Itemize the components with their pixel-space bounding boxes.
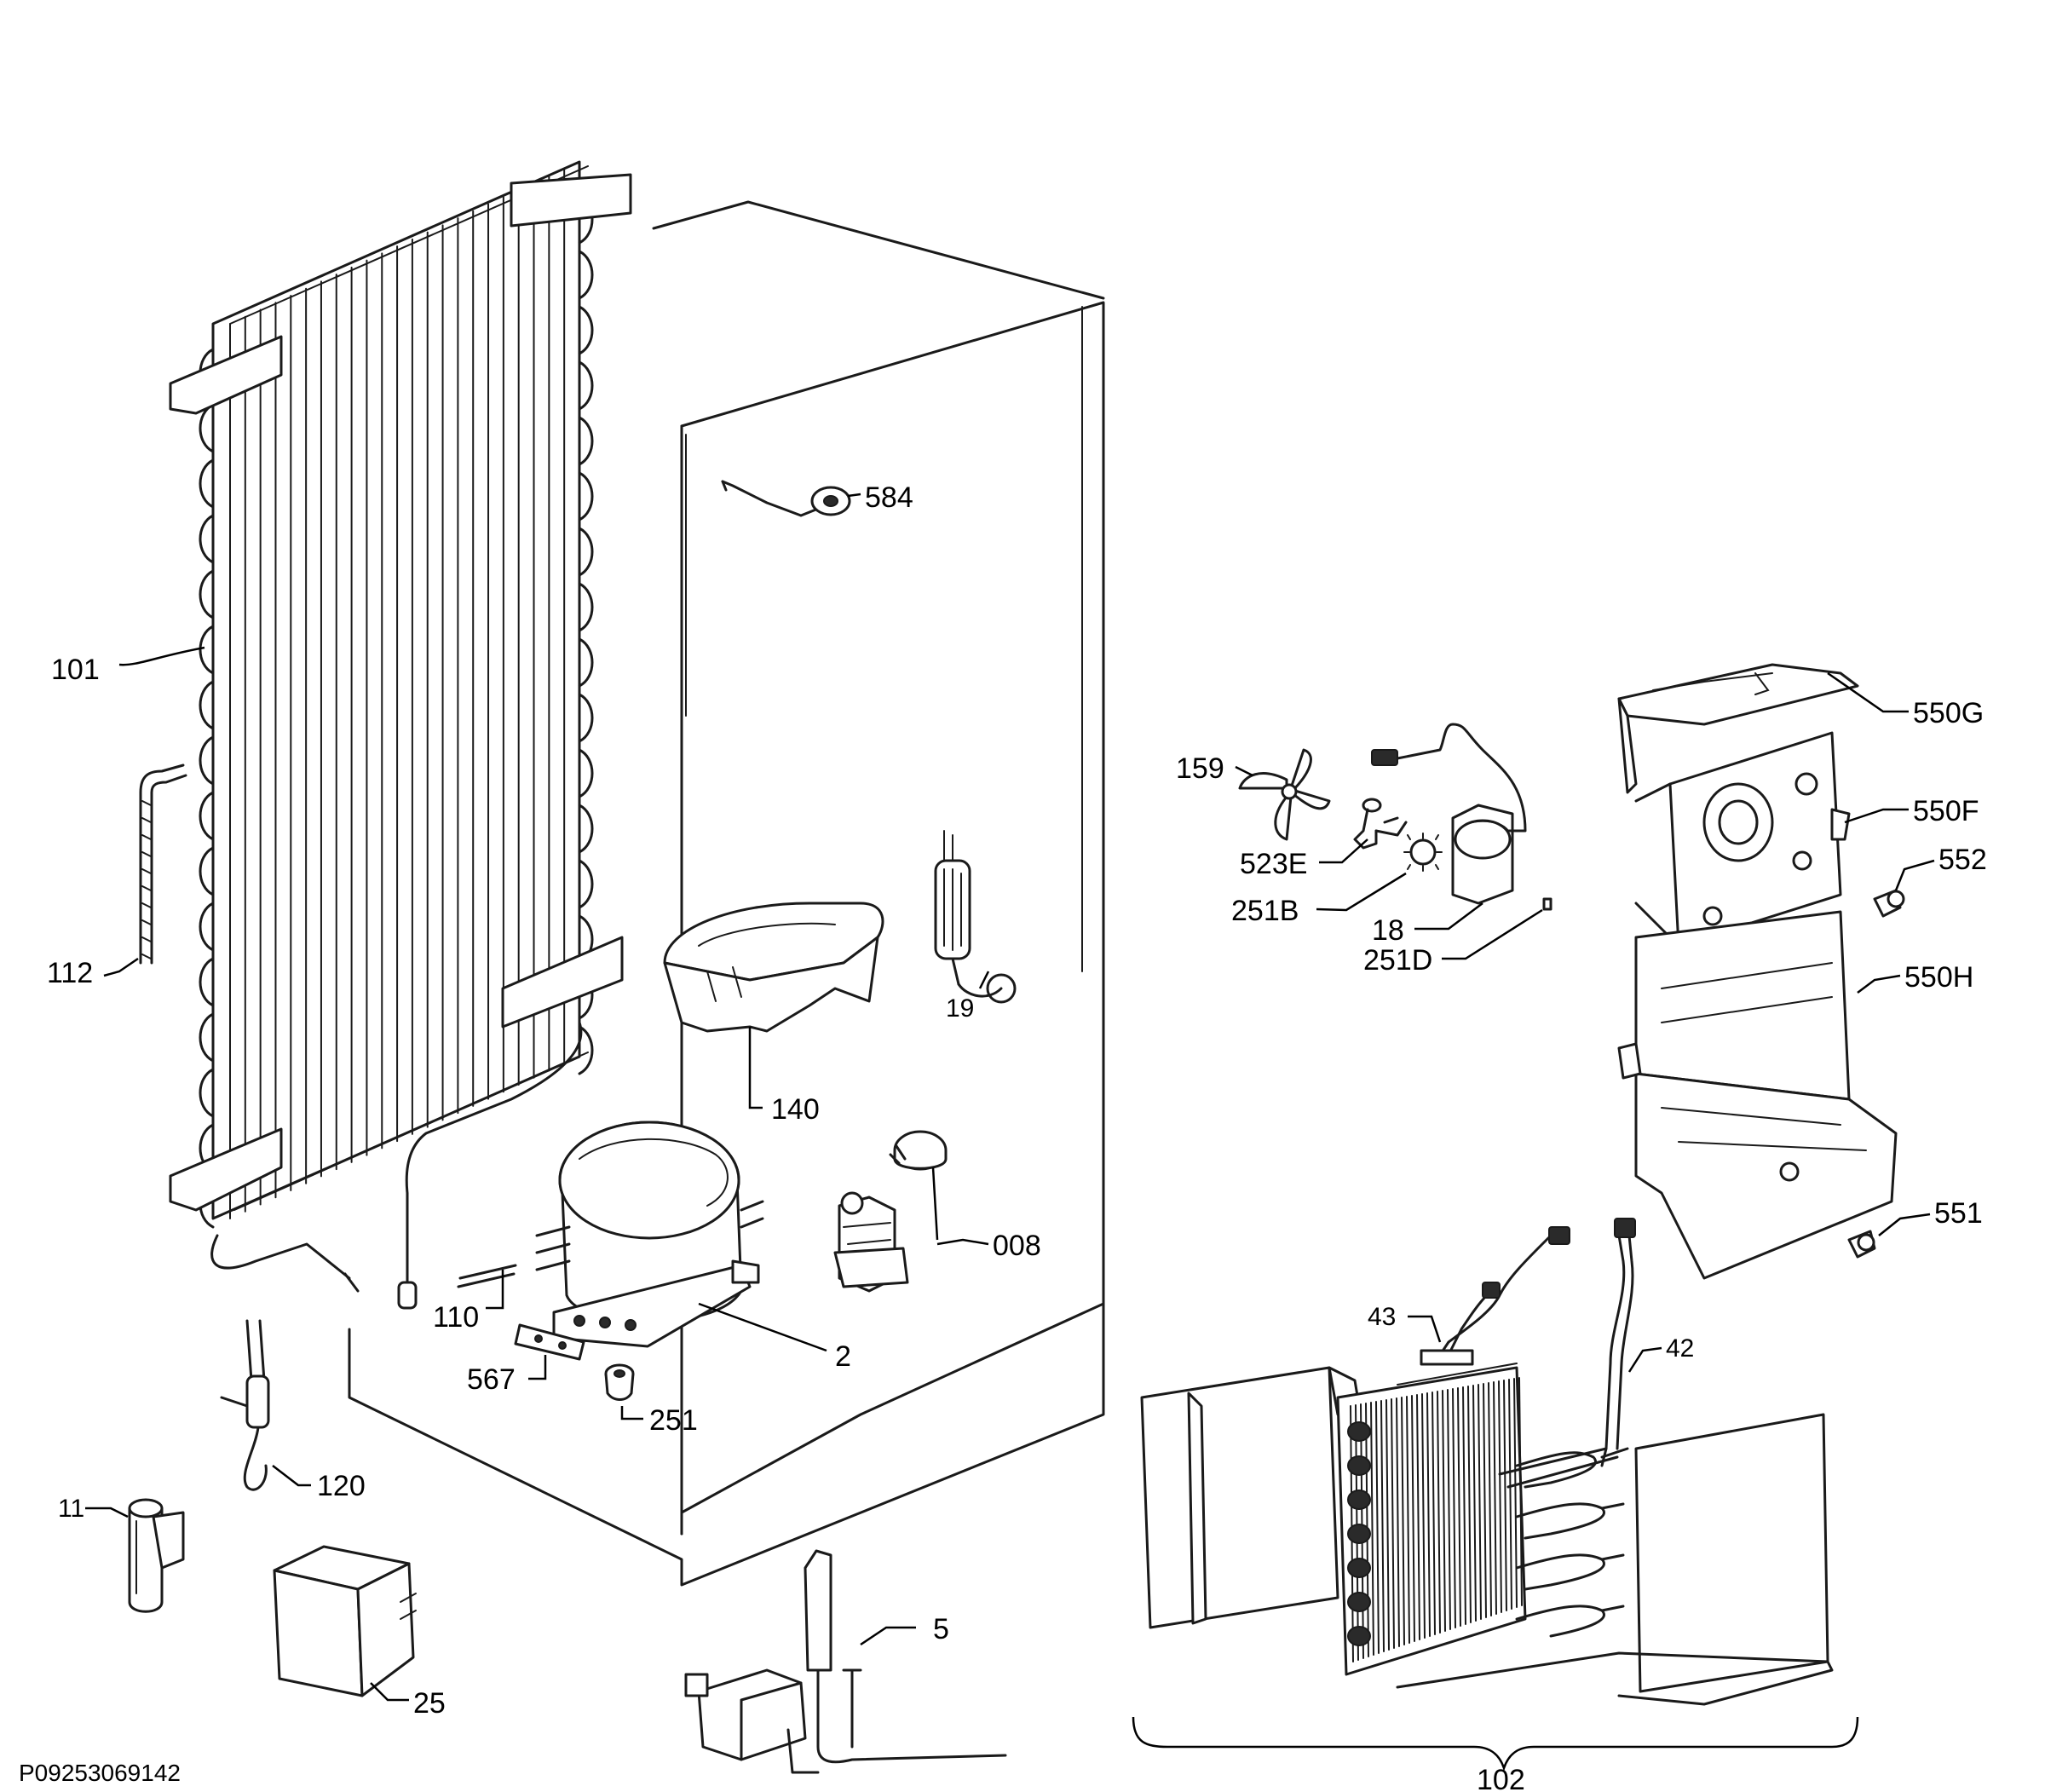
label-523E: 523E <box>1240 848 1307 880</box>
part-523E-drawing <box>1353 798 1408 850</box>
label-102: 102 <box>1477 1764 1525 1792</box>
part-159-drawing <box>1238 748 1331 841</box>
part-551-drawing <box>1847 1230 1876 1259</box>
part-584-drawing <box>721 480 851 517</box>
part-5-drawing <box>684 1549 1007 1774</box>
label-112: 112 <box>47 957 93 989</box>
part-251B-drawing <box>1403 833 1443 872</box>
label-567: 567 <box>467 1363 516 1396</box>
label-25: 25 <box>413 1687 446 1720</box>
label-101: 101 <box>51 654 100 686</box>
part-42-drawing <box>1498 1218 1636 1489</box>
part-110-drawing <box>457 1264 517 1288</box>
label-110: 110 <box>433 1301 479 1334</box>
label-5: 5 <box>933 1613 949 1645</box>
part-552-drawing <box>1873 889 1905 918</box>
label-251B: 251B <box>1231 895 1299 927</box>
label-550F: 550F <box>1913 795 1979 827</box>
part-19-drawing <box>934 830 1017 1004</box>
part-43-drawing <box>1420 1226 1570 1366</box>
label-251: 251 <box>649 1404 698 1437</box>
label-18: 18 <box>1372 914 1404 947</box>
condenser-drawing <box>169 160 632 1310</box>
part-567-drawing <box>514 1323 585 1361</box>
document-id: P09253069142 <box>19 1760 181 1786</box>
label-43: 43 <box>1368 1303 1396 1331</box>
part-008-drawing <box>833 1130 948 1293</box>
part-550H-drawing <box>1617 910 1898 1280</box>
label-140: 140 <box>771 1093 820 1126</box>
part-550G-drawing <box>1617 663 1859 794</box>
part-140-drawing <box>663 902 884 1033</box>
part-550F-drawing <box>1634 731 1851 948</box>
part-25-drawing <box>273 1545 417 1697</box>
label-120: 120 <box>317 1470 366 1502</box>
part-11-drawing <box>128 1498 185 1613</box>
label-159: 159 <box>1176 752 1224 785</box>
part-18-drawing <box>1371 723 1527 905</box>
label-251D: 251D <box>1363 944 1432 977</box>
part-112-drawing <box>139 763 187 965</box>
label-551: 551 <box>1934 1197 1983 1230</box>
label-11: 11 <box>58 1495 84 1523</box>
label-552: 552 <box>1938 844 1987 876</box>
part-251D-drawing <box>1542 897 1552 911</box>
label-2: 2 <box>835 1340 851 1373</box>
label-008: 008 <box>993 1230 1041 1262</box>
label-584: 584 <box>865 481 913 514</box>
label-550H: 550H <box>1904 961 1973 994</box>
label-42: 42 <box>1666 1334 1694 1363</box>
label-19: 19 <box>946 994 974 1023</box>
brace-102 <box>1132 1716 1859 1772</box>
leader-lines <box>85 493 1935 1702</box>
part-102-drawing <box>1140 1363 1834 1706</box>
part-120-drawing <box>220 1319 270 1491</box>
part-2-drawing <box>535 1121 764 1348</box>
part-251-drawing <box>604 1363 635 1401</box>
label-550G: 550G <box>1913 697 1984 729</box>
cabinet-drawing <box>348 200 1105 1587</box>
